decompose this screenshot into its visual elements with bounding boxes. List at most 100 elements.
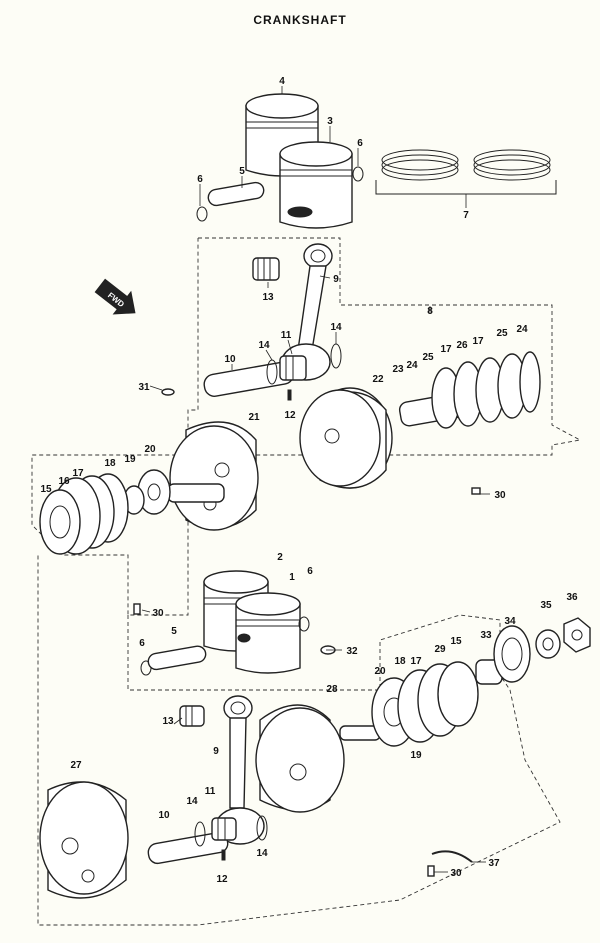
callout-10: 10 <box>224 354 236 365</box>
callout-17: 17 <box>410 656 422 667</box>
washer-35-hole <box>542 637 554 651</box>
callout-11: 11 <box>281 330 292 341</box>
callout-19: 19 <box>124 454 136 465</box>
callout-21: 21 <box>248 412 260 423</box>
callout-15: 15 <box>40 484 52 495</box>
piston-ring-set <box>375 149 557 195</box>
circlip-lower-right <box>298 616 310 632</box>
crank-flywheel-21 <box>169 421 259 531</box>
callout-6: 6 <box>139 638 145 649</box>
callout-29: 29 <box>434 644 446 655</box>
callout-6: 6 <box>307 566 313 577</box>
callout-24: 24 <box>516 324 528 335</box>
callout-11: 11 <box>205 786 216 797</box>
callout-27: 27 <box>70 760 82 771</box>
callout-23: 23 <box>392 364 404 375</box>
right-bearing-stack-lower <box>371 661 479 747</box>
callout-10: 10 <box>158 810 170 821</box>
callout-18: 18 <box>104 458 116 469</box>
callout-5: 5 <box>171 626 177 637</box>
callout-9: 9 <box>333 274 339 285</box>
callout-14: 14 <box>256 848 268 859</box>
callout-3: 3 <box>327 116 333 127</box>
callout-30: 30 <box>494 490 506 501</box>
half-ring-37 <box>431 850 473 863</box>
callout-20: 20 <box>374 666 386 677</box>
callout-35: 35 <box>540 600 552 611</box>
callout-7: 7 <box>463 210 469 221</box>
primary-drive-gear-34 <box>493 625 531 683</box>
callout-22: 22 <box>372 374 384 385</box>
callout-30: 30 <box>152 608 164 619</box>
callout-14: 14 <box>186 796 198 807</box>
leader-lines <box>141 86 490 873</box>
thrust-washer-14b <box>330 343 342 369</box>
key-31 <box>161 388 175 396</box>
right-main-bearings <box>431 351 541 429</box>
dowel-30c <box>427 865 435 877</box>
crankpin-lower <box>147 831 229 865</box>
diagram-title: CRANKSHAFT <box>253 13 346 27</box>
callout-37: 37 <box>488 858 500 869</box>
needle-bearing-upper <box>252 257 280 281</box>
callout-9: 9 <box>213 746 219 757</box>
dowel-30b <box>133 603 141 615</box>
big-end-bearing-lower <box>211 817 237 841</box>
callout-13: 13 <box>162 716 174 727</box>
thrust-washer-14c <box>194 821 206 847</box>
callout-14: 14 <box>258 340 270 351</box>
fwd-direction-arrow: FWD <box>94 278 136 315</box>
callout-6: 6 <box>357 138 363 149</box>
piston-lower-front <box>235 592 301 674</box>
upper-assembly-outline <box>31 237 582 616</box>
connecting-rod-lower <box>215 695 265 845</box>
callout-17: 17 <box>72 468 84 479</box>
washer-35 <box>535 629 561 659</box>
callout-5: 5 <box>239 166 245 177</box>
callout-15: 15 <box>450 636 462 647</box>
callout-36: 36 <box>566 592 578 603</box>
callout-16: 16 <box>58 476 70 487</box>
thrust-washer-14d <box>256 815 268 841</box>
callout-6: 6 <box>197 174 203 185</box>
callout-34: 34 <box>504 616 516 627</box>
callout-14: 14 <box>330 322 342 333</box>
callout-17: 17 <box>440 344 452 355</box>
left-shaft-upper <box>167 483 225 503</box>
callout-1: 1 <box>289 572 295 583</box>
callout-24: 24 <box>406 360 418 371</box>
circlip-upper-left <box>196 206 208 222</box>
nut-36-hole <box>571 629 583 641</box>
callout-12: 12 <box>216 874 228 885</box>
callout-labels: 4 3 6 6 5 7 13 9 8 31 10 14 11 14 12 22 … <box>40 76 578 885</box>
callout-17: 17 <box>472 336 484 347</box>
callout-2: 2 <box>277 552 283 563</box>
callout-30: 30 <box>450 868 462 879</box>
callout-25: 25 <box>422 352 434 363</box>
crank-flywheel-22 <box>299 387 393 489</box>
callout-19: 19 <box>410 750 422 761</box>
callout-4: 4 <box>279 76 285 87</box>
piston-upper-front <box>279 141 353 229</box>
crank-flywheel-28 <box>255 704 345 813</box>
callout-25: 25 <box>496 328 508 339</box>
big-end-bearing-upper <box>279 355 307 381</box>
piston-pin-lower <box>147 645 207 671</box>
callout-18: 18 <box>394 656 406 667</box>
needle-bearing-lower <box>179 705 205 727</box>
nut-36 <box>563 617 591 653</box>
callout-31: 31 <box>138 382 150 393</box>
callout-26: 26 <box>456 340 468 351</box>
lower-assembly-outline <box>37 555 561 926</box>
circlip-upper-right <box>352 166 364 182</box>
piston-pin-upper <box>207 181 265 207</box>
crank-key-12a <box>287 389 292 401</box>
callout-33: 33 <box>480 630 492 641</box>
callout-8: 8 <box>427 306 433 317</box>
callout-13: 13 <box>262 292 274 303</box>
crank-key-12b <box>221 849 226 861</box>
callout-28: 28 <box>326 684 338 695</box>
crank-flywheel-27 <box>39 781 129 899</box>
dowel-30a <box>471 487 481 495</box>
